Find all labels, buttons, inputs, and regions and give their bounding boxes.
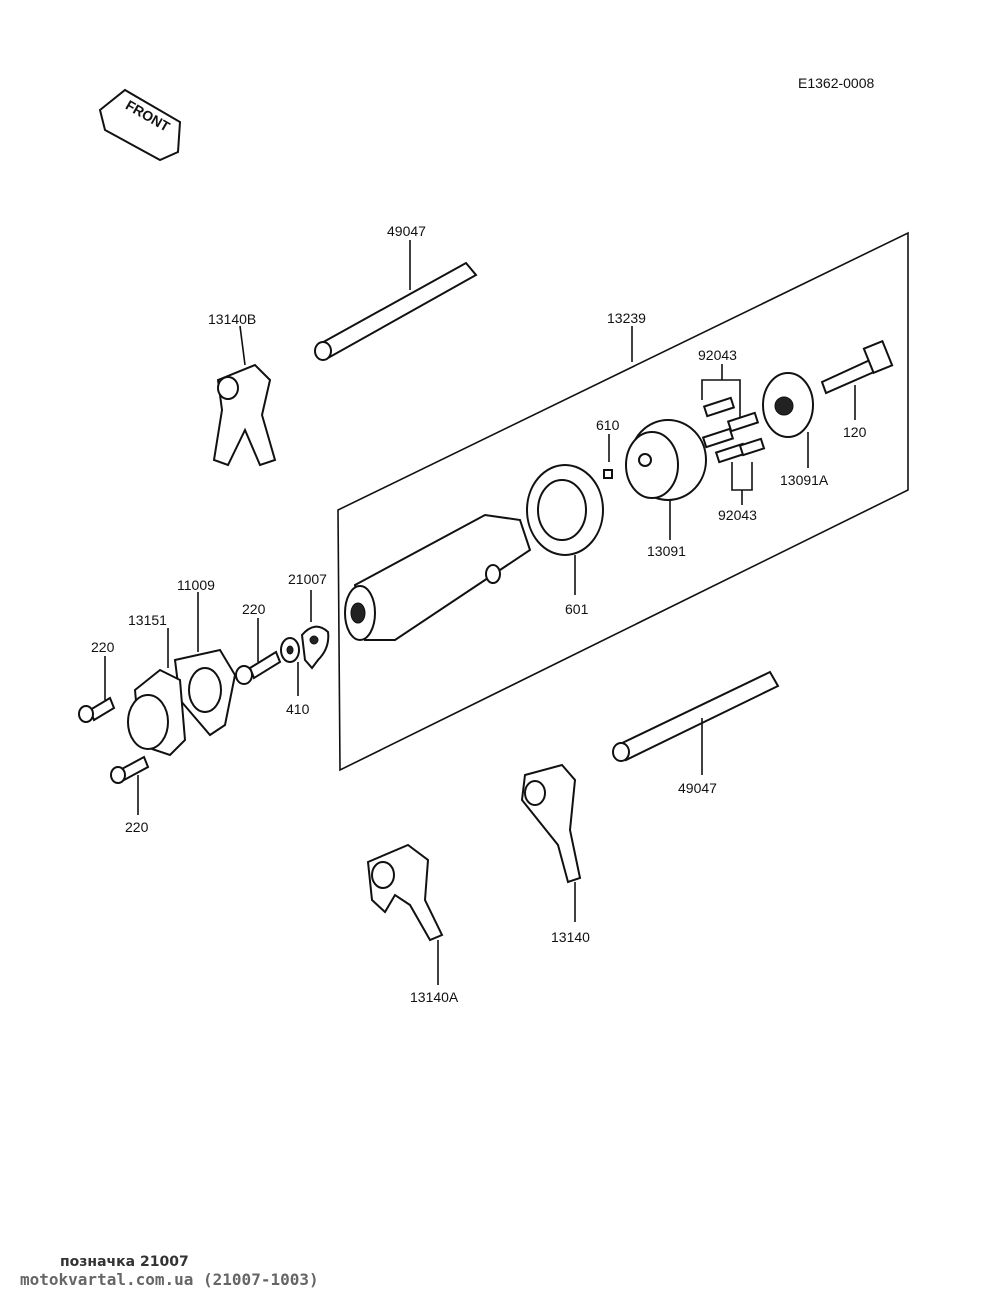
bolt-120 bbox=[820, 339, 894, 395]
pins-92043 bbox=[701, 396, 766, 464]
bolt-220-left bbox=[78, 696, 116, 723]
gasket-11009 bbox=[173, 648, 237, 737]
cover-13151 bbox=[127, 668, 187, 757]
label-plate-13091a: 13091A bbox=[780, 472, 829, 488]
label-bolt-left: 220 bbox=[91, 639, 115, 655]
bolt-220-bottom bbox=[110, 755, 150, 784]
label-cover: 13151 bbox=[128, 612, 167, 628]
label-stopper: 21007 bbox=[288, 571, 327, 587]
label-pins-bottom: 92043 bbox=[718, 507, 757, 523]
shaft-top bbox=[314, 261, 478, 361]
label-bolt-120: 120 bbox=[843, 424, 867, 440]
label-holder: 13091 bbox=[647, 543, 686, 559]
label-bolt-bottom: 220 bbox=[125, 819, 149, 835]
bolt-220-mid bbox=[235, 650, 282, 685]
label-pin-610: 610 bbox=[596, 417, 620, 433]
label-fork-a: 13140A bbox=[410, 989, 459, 1005]
front-arrow-icon: FRONT bbox=[98, 88, 182, 162]
label-shaft-bottom: 49047 bbox=[678, 780, 717, 796]
shift-fork bbox=[520, 763, 582, 884]
shaft-bottom bbox=[612, 670, 780, 762]
label-shaft-top: 49047 bbox=[387, 223, 426, 239]
label-drum-assembly: 13239 bbox=[607, 310, 646, 326]
shift-fork-a bbox=[366, 843, 444, 942]
stopper-21007 bbox=[300, 625, 330, 670]
pin-holder bbox=[625, 419, 707, 501]
label-bearing: 601 bbox=[565, 601, 589, 617]
label-bolt-mid: 220 bbox=[242, 601, 266, 617]
label-gasket: 11009 bbox=[177, 577, 215, 593]
bearing bbox=[526, 464, 604, 556]
label-pins-top: 92043 bbox=[698, 347, 737, 363]
shift-drum bbox=[344, 513, 532, 641]
label-fork-b: 13140B bbox=[208, 311, 256, 327]
shift-fork-b bbox=[212, 363, 277, 467]
diagram-code: E1362-0008 bbox=[798, 75, 875, 91]
plate-13091a bbox=[762, 372, 814, 438]
assembly-frame bbox=[337, 231, 909, 772]
washer-410 bbox=[280, 637, 300, 663]
label-washer: 410 bbox=[286, 701, 310, 717]
pin-610 bbox=[603, 469, 613, 479]
footer-caption: позначка 21007 bbox=[60, 1254, 189, 1270]
footer-source: motokvartal.com.ua (21007-1003) bbox=[20, 1270, 319, 1289]
label-fork: 13140 bbox=[551, 929, 590, 945]
